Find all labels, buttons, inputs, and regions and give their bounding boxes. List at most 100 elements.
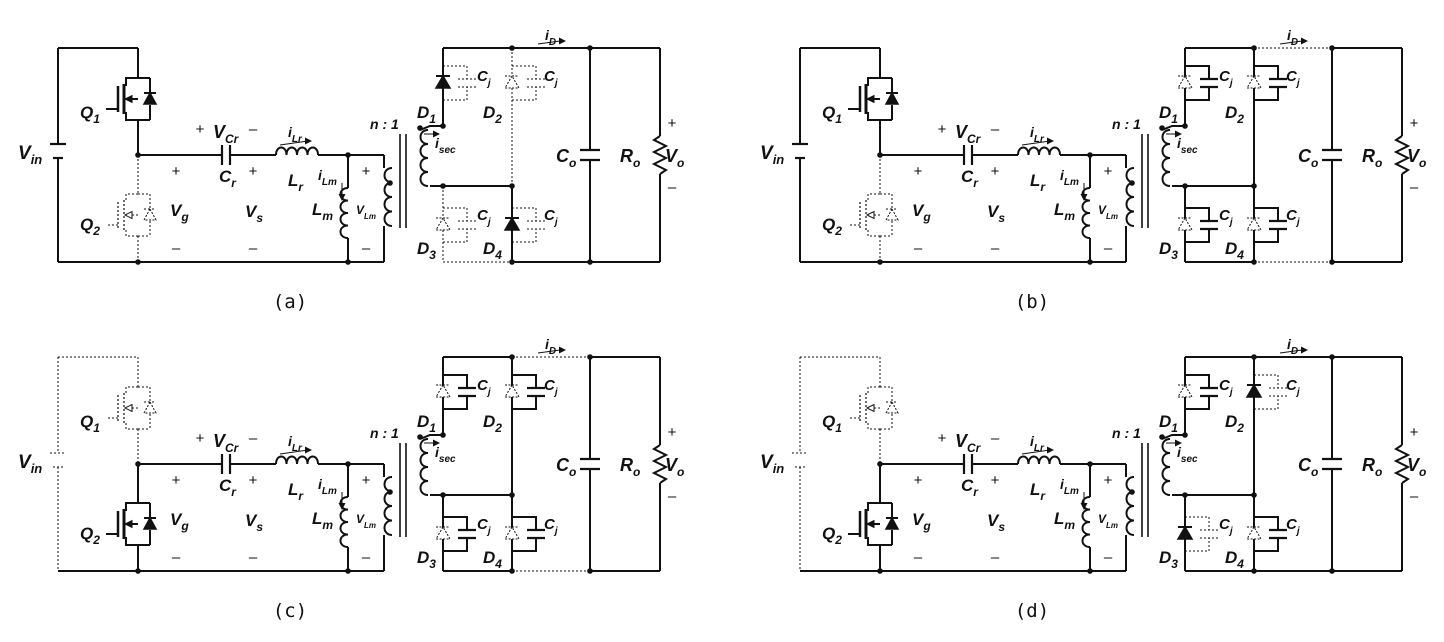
- diode-d1: [434, 74, 452, 89]
- cj-label-d2: Cj: [544, 377, 558, 398]
- ilm-label: iLm: [318, 476, 337, 497]
- vcr-minus: –: [991, 430, 1000, 447]
- cj-label-d4: Cj: [1286, 207, 1300, 228]
- q2-label: Q2: [80, 524, 100, 547]
- id-label: iD: [545, 27, 556, 48]
- vs-minus: –: [991, 240, 1000, 257]
- turns-ratio-label: n : 1: [370, 425, 399, 441]
- d3-label: D3: [1159, 239, 1178, 262]
- node-dot: [1182, 492, 1188, 498]
- node-dot: [1087, 152, 1093, 158]
- cj-label-d3: Cj: [477, 516, 491, 537]
- vg-minus: –: [914, 549, 923, 566]
- node-dot: [345, 461, 351, 467]
- junction-cap-d3: [1185, 207, 1218, 243]
- mosfet-q2: [106, 193, 157, 237]
- mosfet-q1: [848, 386, 899, 430]
- vs-minus: –: [991, 549, 1000, 566]
- junction-cap-d1: [1185, 65, 1218, 101]
- cj-label-d4: Cj: [544, 516, 558, 537]
- q2-label: Q2: [822, 215, 842, 238]
- node-dot: [1182, 123, 1188, 129]
- diode-d3: [1176, 525, 1194, 540]
- d3-label: D3: [417, 548, 436, 571]
- vs-plus: +: [249, 472, 258, 489]
- id-label: iD: [1287, 27, 1298, 48]
- isec-label: isec: [1177, 444, 1198, 465]
- cj-label-d2: Cj: [1286, 68, 1300, 89]
- cj-label-d1: Cj: [1219, 377, 1233, 398]
- vg-plus: +: [172, 163, 181, 180]
- d1-label: D1: [1159, 103, 1178, 126]
- transformer-primary: [1125, 167, 1135, 227]
- co-label: Co: [1298, 146, 1318, 170]
- ro-label: Ro: [1362, 146, 1382, 170]
- isec-label: isec: [435, 444, 456, 465]
- panel-caption-c: (c): [273, 600, 307, 622]
- lm-label: Lm: [312, 200, 333, 223]
- co-label: Co: [1298, 455, 1318, 479]
- vo-label: Vo: [665, 146, 684, 170]
- vg-minus: –: [914, 240, 923, 257]
- diode-d2: [1246, 75, 1262, 89]
- polarity-dot-primary: [1129, 489, 1135, 495]
- node-dot: [587, 259, 593, 265]
- vs-label: Vs: [245, 511, 263, 534]
- vlm-label: VLm: [1098, 203, 1118, 221]
- vin-label: Vin: [18, 452, 42, 476]
- node-dot: [345, 152, 351, 158]
- vg-minus: –: [172, 549, 181, 566]
- vcr-plus: +: [196, 430, 205, 447]
- mosfet-q1: [106, 77, 158, 121]
- resonant-inductor-lr: [1017, 146, 1061, 156]
- vs-plus: +: [991, 472, 1000, 489]
- diode-d2: [504, 75, 520, 89]
- lr-label: Lr: [1030, 171, 1046, 194]
- node-dot: [1182, 183, 1188, 189]
- d4-label: D4: [483, 239, 502, 262]
- lr-label: Lr: [288, 480, 304, 503]
- ilr-label: iLr: [288, 433, 303, 454]
- panel-caption-a: (a): [273, 291, 307, 313]
- diode-d4: [1246, 526, 1262, 540]
- diode-d4: [503, 216, 521, 231]
- vlm-minus: –: [362, 549, 371, 566]
- mosfet-q2: [106, 502, 158, 546]
- lm-label: Lm: [312, 509, 333, 532]
- diode-d3: [435, 217, 451, 231]
- vg-plus: +: [172, 472, 181, 489]
- isec-label: isec: [1177, 135, 1198, 156]
- cj-label-d3: Cj: [1219, 207, 1233, 228]
- vin-label: Vin: [760, 452, 784, 476]
- ro-label: Ro: [620, 455, 640, 479]
- cr-label: Cr: [219, 167, 237, 190]
- node-dot: [440, 123, 446, 129]
- junction-cap-d2: [1254, 374, 1287, 410]
- lm-label: Lm: [1054, 509, 1075, 532]
- vo-plus: +: [668, 115, 677, 132]
- node-dot: [1251, 183, 1257, 189]
- diode-d4: [1246, 217, 1262, 231]
- junction-cap-d4: [1254, 207, 1287, 243]
- vs-minus: –: [249, 240, 258, 257]
- junction-cap-d2: [512, 65, 545, 101]
- q1-label: Q1: [80, 103, 100, 126]
- mosfet-q2: [848, 193, 899, 237]
- vs-plus: +: [249, 163, 258, 180]
- turns-ratio-label: n : 1: [370, 116, 399, 132]
- d2-label: D2: [483, 103, 502, 126]
- d2-label: D2: [1225, 103, 1244, 126]
- vin-label: Vin: [18, 143, 42, 167]
- cj-label-d3: Cj: [477, 207, 491, 228]
- node-dot: [587, 45, 593, 51]
- resonant-inductor-lr: [275, 455, 319, 465]
- junction-cap-d4: [1254, 516, 1287, 552]
- cr-label: Cr: [961, 167, 979, 190]
- polarity-dot-primary: [387, 180, 393, 186]
- vlm-plus: +: [362, 472, 371, 489]
- vcr-label: VCr: [213, 431, 240, 455]
- diode-d4: [504, 526, 520, 540]
